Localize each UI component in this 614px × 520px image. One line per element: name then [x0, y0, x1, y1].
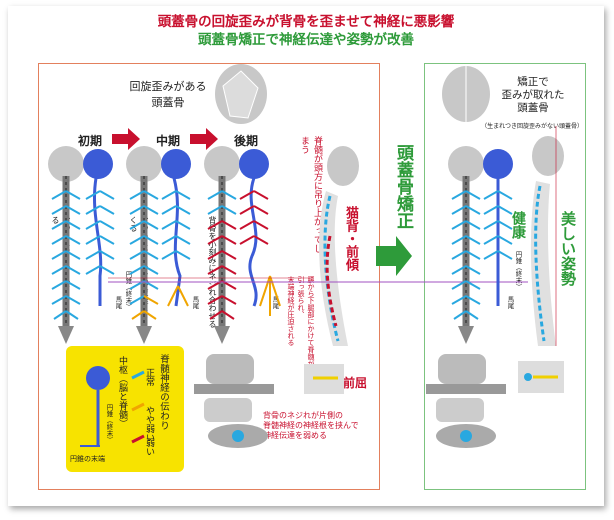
- page: 頭蓋骨の回旋歪みが背骨を歪ませて神経に悪影響 頭蓋骨矯正で神経伝達や姿勢が改善 …: [8, 6, 604, 506]
- vertebra-right: [426, 354, 564, 448]
- slumped-posture-figure: [319, 146, 359, 346]
- spine-figure-1: [48, 146, 113, 344]
- cauda-label-2: 馬尾: [191, 296, 199, 309]
- legend-level-normal: 正常: [144, 368, 154, 386]
- legend-terminal-label: 円錐（終末）: [105, 404, 113, 443]
- legend-swatch-very-weak: [131, 434, 145, 444]
- legend-swatch-normal: [131, 370, 145, 380]
- legend-level-weak: やや弱い: [144, 406, 154, 442]
- rotated-skull: [215, 64, 267, 124]
- forward-bend-label: 前屈: [343, 376, 368, 390]
- legend-bottom-label: 円錐の末端: [70, 455, 105, 463]
- nerves-stage1: [51, 190, 115, 320]
- terminal-label-1: 円錐（終末）: [124, 271, 132, 310]
- corrected-skull: [442, 66, 490, 122]
- terminal-label-r: 円錐（終末）: [514, 251, 522, 290]
- healthy-label: 健康: [510, 211, 526, 239]
- legend-level-very-weak: 弱い: [144, 438, 154, 456]
- main-title: 頭蓋骨の回旋歪みが背骨を歪ませて神経に悪影響: [157, 14, 455, 30]
- stage-early: 初期: [78, 134, 103, 148]
- nerves-stage3: [207, 190, 281, 320]
- after-panel: [424, 63, 586, 490]
- legend-center-label: 中枢（脳と脊髄）: [117, 356, 127, 428]
- legend-swatch-weak: [131, 402, 145, 412]
- corrected-label: 矯正で 歪みが取れた 頭蓋骨: [501, 76, 565, 114]
- legend-graphic: [80, 366, 145, 447]
- spine-figure-2: [126, 146, 191, 344]
- upright-posture-figure: [530, 126, 564, 346]
- cauda-label-1: 馬尾: [114, 296, 122, 309]
- stage-arrows: [112, 128, 218, 150]
- spine-figure-3: [204, 146, 269, 344]
- vertebra-left: [194, 354, 344, 448]
- rotated-skull-label: 回旋歪みがある 頭蓋骨: [129, 80, 207, 109]
- posture-label: 猫背・前傾: [343, 206, 358, 271]
- good-posture-label: 美しい姿勢: [559, 211, 577, 286]
- sub-title: 頭蓋骨矯正で神経伝達や姿勢が改善: [198, 32, 414, 48]
- correction-arrow: [376, 236, 412, 276]
- cauda-label-r: 馬尾: [506, 296, 514, 309]
- stage-late: 後期: [234, 134, 259, 148]
- legend-nerve-title: 脊髄神経の伝わり: [158, 354, 169, 430]
- vertebra-note: 背骨のネジれが片側の 脊髄神経の神経根を挟んで 神経伝達を弱める: [263, 411, 359, 440]
- legend-box: [66, 346, 184, 472]
- corrected-note: （生まれつき回旋歪みがない頭蓋骨）: [481, 123, 583, 130]
- before-panel: [38, 63, 380, 490]
- diagram-graphics: [48, 64, 564, 448]
- spine-figure-healthy: [448, 146, 513, 344]
- nerves-stage2: [129, 190, 191, 320]
- nerve-note: 腰から下腿部にかけて脊髄が引っ張られ、 末端神経が圧迫される: [287, 276, 315, 367]
- middle-label: 頭蓋骨矯正: [393, 144, 413, 229]
- stage-mid: 中期: [156, 134, 181, 148]
- cauda-label-3: 馬尾: [271, 296, 279, 309]
- pull-note: 脊髄が頭方に吊り上がってしまう: [299, 136, 322, 253]
